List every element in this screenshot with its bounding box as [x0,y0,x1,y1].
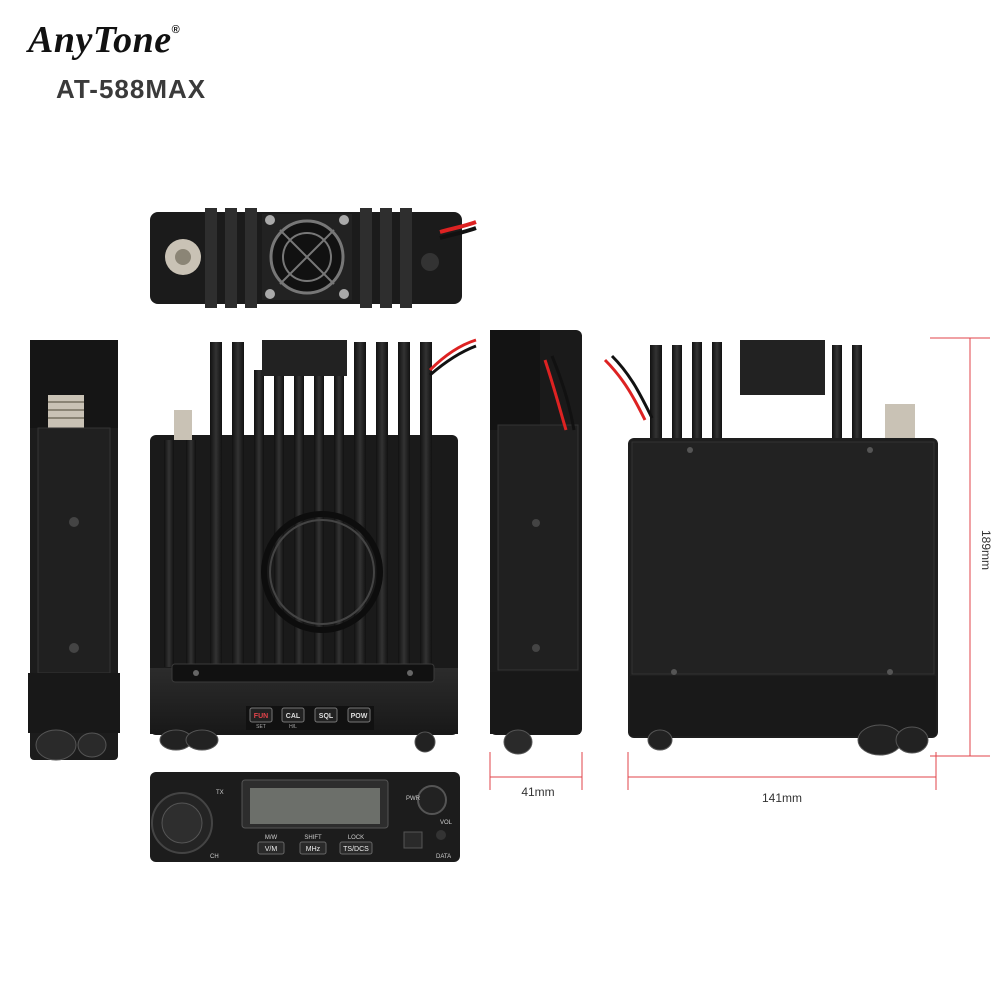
key-cal-label: CAL [286,713,301,720]
key-tsdcs-top: LOCK [348,835,364,841]
key-vm: M/W V/M [257,835,285,855]
key-pow-label: POW [351,713,368,720]
dim-width-label: 141mm [762,791,802,805]
key-cal: CAL H/L [281,707,305,730]
key-mhz: SHIFT MHz [299,835,327,855]
top-view [150,208,477,308]
label-ch: CH [210,854,219,860]
label-tx: TX [216,790,224,796]
back-panel-keys: FUN SET CAL H/L SQL POW [249,707,371,730]
dimension-lines [489,337,990,790]
brand-logo: AnyTone® [28,18,180,62]
key-fun-sub: SET [256,724,266,730]
registered-mark: ® [171,24,181,36]
right-side-view [490,330,582,755]
label-data: DATA [436,854,451,860]
dim-height-label: 189mm [979,530,993,570]
key-vm-top: M/W [265,835,278,841]
bottom-view [603,340,938,756]
key-vm-label: V/M [265,846,278,853]
key-mhz-top: SHIFT [304,835,322,841]
key-fun: FUN SET [249,707,273,730]
back-view [150,338,477,753]
key-tsdcs: LOCK TS/DCS [339,835,373,855]
key-pow: POW [347,707,371,723]
label-pwr: PWR [406,796,421,802]
key-cal-sub: H/L [289,724,297,730]
key-fun-label: FUN [254,713,268,720]
left-side-view [28,340,120,761]
dim-depth-label: 41mm [521,785,554,799]
brand-logo-text: AnyTone [28,19,172,61]
key-mhz-label: MHz [306,846,321,853]
model-name: AT-588MAX [56,74,207,104]
key-tsdcs-label: TS/DCS [343,846,369,853]
key-sql: SQL [314,707,338,723]
label-vol: VOL [440,820,453,826]
key-sql-label: SQL [319,713,334,720]
front-panel: TX PWR VOL DATA CH M/W V/M SHIFT MHz LOC… [150,772,460,862]
